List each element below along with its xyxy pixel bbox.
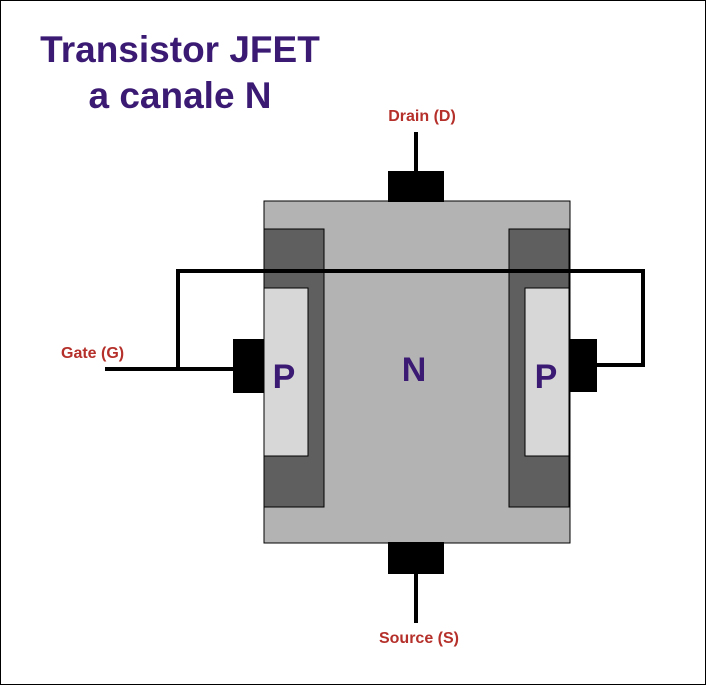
drain-contact	[388, 171, 444, 202]
p-right-label: P	[535, 358, 558, 396]
gate-label: Gate (G)	[61, 345, 124, 362]
source-contact	[388, 542, 444, 574]
channel-n-label: N	[402, 351, 427, 389]
p-region-left-inner	[263, 287, 309, 457]
title-line-1: Transistor JFET	[40, 29, 320, 70]
gate-wire	[105, 269, 645, 371]
title-line-2: a canale N	[88, 75, 272, 116]
p-left-label: P	[273, 358, 296, 396]
gate-contact-right	[569, 339, 597, 392]
gate-contact-left	[233, 339, 264, 393]
diagram-title: Transistor JFET a canale N	[15, 27, 345, 119]
p-region-right-inner	[524, 287, 570, 457]
drain-label: Drain (D)	[388, 108, 456, 125]
source-label: Source (S)	[379, 630, 459, 647]
